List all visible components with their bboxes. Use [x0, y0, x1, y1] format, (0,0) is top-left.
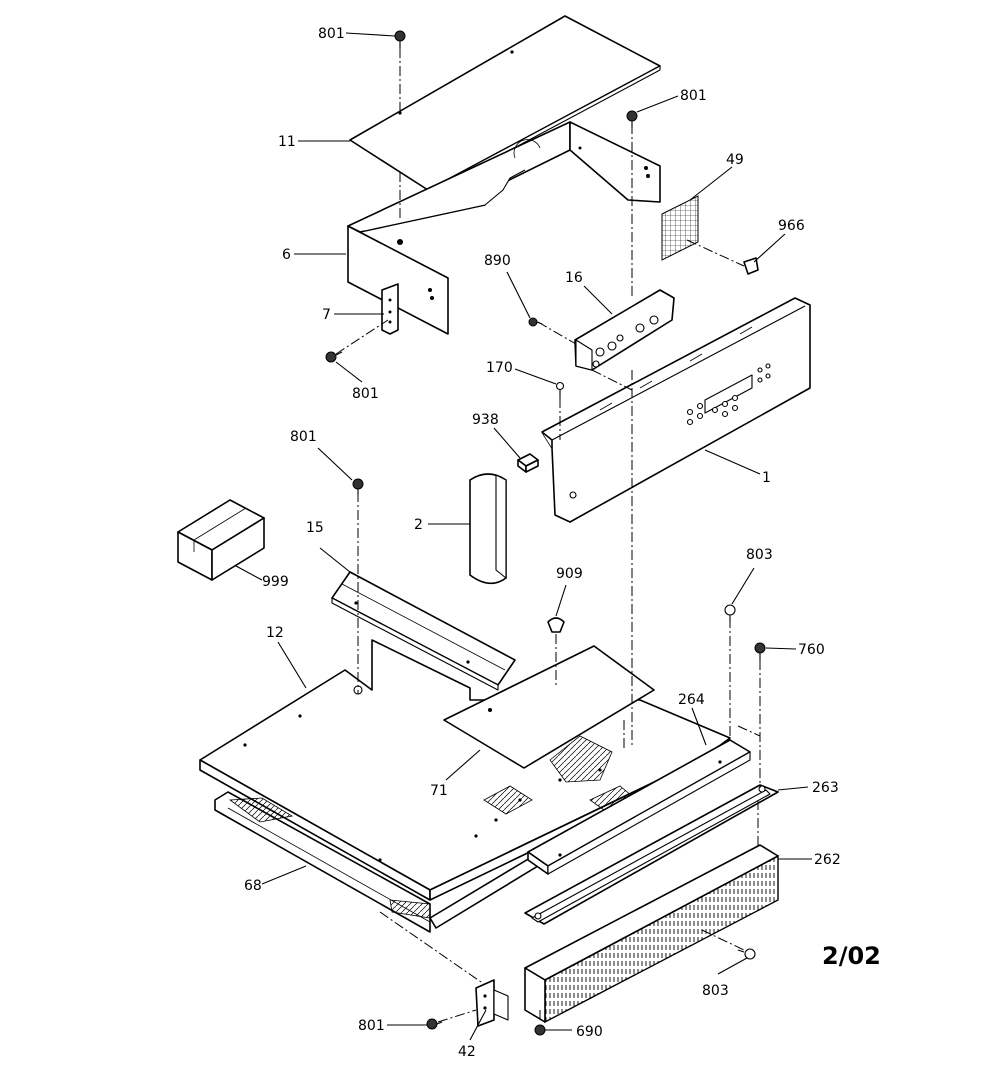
alignment-lines — [335, 48, 761, 1023]
grille-screen — [661, 195, 699, 261]
screw-801-top — [394, 30, 406, 48]
callout-890: 890 — [484, 253, 511, 269]
callout-690: 690 — [576, 1024, 603, 1040]
callout-264: 264 — [678, 692, 705, 708]
callout-1: 1 — [762, 470, 771, 486]
callout-966: 966 — [778, 218, 805, 234]
callout-16: 16 — [565, 270, 583, 286]
screw-690 — [534, 1024, 546, 1036]
screw-801-right — [626, 110, 638, 128]
vent-opening — [483, 735, 613, 815]
control-panel-backsplash — [541, 297, 811, 523]
callout-803-top: 803 — [746, 547, 773, 563]
callout-801-bottom: 801 — [358, 1018, 385, 1034]
callout-801-top: 801 — [318, 26, 345, 42]
callout-760: 760 — [798, 642, 825, 658]
callout-15: 15 — [306, 520, 324, 536]
front-grille-262 — [524, 844, 779, 1024]
callout-7: 7 — [322, 307, 331, 323]
callout-42: 42 — [458, 1044, 476, 1060]
screw-803-top — [724, 604, 736, 622]
fastener-909 — [547, 617, 565, 633]
bracket-7 — [381, 283, 399, 335]
side-trim — [469, 473, 507, 585]
screw-170 — [555, 381, 565, 398]
callout-262: 262 — [814, 852, 841, 868]
callout-803-bottom: 803 — [702, 983, 729, 999]
callout-49: 49 — [726, 152, 744, 168]
callout-170: 170 — [486, 360, 513, 376]
rail-15 — [331, 571, 516, 691]
callout-801-left: 801 — [290, 429, 317, 445]
callout-labels: 801 11 801 49 966 6 890 16 7 801 170 801… — [244, 26, 841, 1060]
control-housing — [347, 121, 661, 335]
screws — [325, 30, 766, 1036]
insulation-sheet — [443, 645, 655, 769]
support-bar-264 — [527, 739, 751, 875]
callout-999: 999 — [262, 574, 289, 590]
revision-date: 2/02 — [822, 942, 881, 970]
callout-801-right: 801 — [680, 88, 707, 104]
callout-leaders — [235, 32, 812, 1041]
callout-71: 71 — [430, 783, 448, 799]
screw-803-bottom — [737, 948, 756, 960]
bracket-42 — [475, 979, 509, 1027]
control-board — [574, 289, 675, 371]
keypad-buttons — [686, 363, 771, 426]
callout-11: 11 — [278, 134, 296, 150]
block-938 — [517, 453, 539, 473]
callout-6: 6 — [282, 247, 291, 263]
screw-801-left — [352, 478, 364, 495]
manual-box — [177, 499, 265, 581]
callout-938: 938 — [472, 412, 499, 428]
screw-801-bottom — [426, 1018, 443, 1030]
channel-263 — [524, 784, 779, 925]
callout-2: 2 — [414, 517, 423, 533]
screw-890 — [528, 317, 543, 327]
callout-12: 12 — [266, 625, 284, 641]
callout-801-mid: 801 — [352, 386, 379, 402]
callout-68: 68 — [244, 878, 262, 894]
screw-801-mid — [325, 351, 343, 363]
screw-760 — [754, 642, 766, 660]
callout-263: 263 — [812, 780, 839, 796]
callout-909: 909 — [556, 566, 583, 582]
